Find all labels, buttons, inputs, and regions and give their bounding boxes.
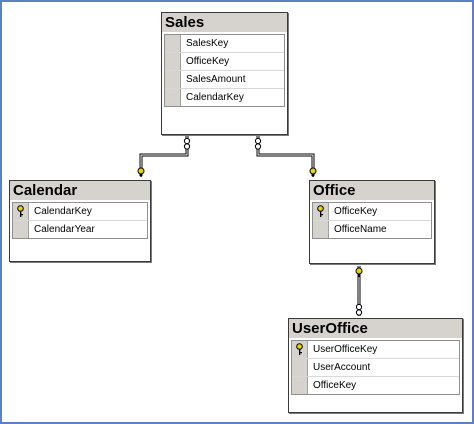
table-calendar[interactable]: Calendar CalendarKey CalendarYear: [9, 180, 151, 262]
column-name: UserAccount: [313, 362, 371, 373]
row-selector[interactable]: [313, 203, 329, 220]
column-name: SalesAmount: [186, 74, 246, 85]
table-useroffice[interactable]: UserOffice UserOfficeKey UserAccount Off…: [288, 318, 463, 413]
key-icon: [137, 167, 145, 177]
relationship-sales-calendar[interactable]: [137, 135, 191, 177]
row-selector[interactable]: [13, 203, 29, 220]
relationship-office-useroffice[interactable]: [355, 266, 363, 316]
row-selector[interactable]: [292, 341, 308, 358]
row-selector[interactable]: [292, 359, 308, 376]
key-icon: [309, 167, 317, 177]
column-name: OfficeKey: [186, 56, 230, 67]
relationship-sales-office[interactable]: [254, 135, 317, 177]
column-row[interactable]: CalendarKey: [165, 89, 284, 106]
row-selector[interactable]: [13, 221, 29, 238]
column-name: CalendarKey: [34, 206, 92, 217]
infinity-icon: [254, 137, 262, 150]
column-row[interactable]: CalendarYear: [13, 221, 147, 238]
row-selector[interactable]: [165, 89, 181, 106]
column-row[interactable]: SalesKey: [165, 35, 284, 53]
column-name: UserOfficeKey: [313, 344, 378, 355]
table-title: Sales: [162, 13, 287, 32]
column-list: CalendarKey CalendarYear: [12, 202, 148, 239]
column-row[interactable]: UserAccount: [292, 359, 459, 377]
column-row[interactable]: SalesAmount: [165, 71, 284, 89]
column-name: OfficeName: [334, 224, 387, 235]
table-title: Calendar: [10, 181, 150, 200]
column-list: SalesKey OfficeKey SalesAmount CalendarK…: [164, 34, 285, 107]
column-name: CalendarYear: [34, 224, 95, 235]
column-row[interactable]: OfficeKey: [165, 53, 284, 71]
row-selector[interactable]: [165, 53, 181, 70]
infinity-icon: [183, 137, 191, 150]
column-name: CalendarKey: [186, 92, 244, 103]
table-sales[interactable]: Sales SalesKey OfficeKey SalesAmount Cal…: [161, 12, 288, 135]
column-list: UserOfficeKey UserAccount OfficeKey: [291, 340, 460, 395]
key-icon: [17, 205, 24, 217]
column-name: OfficeKey: [313, 380, 357, 391]
column-name: SalesKey: [186, 38, 229, 49]
key-icon: [317, 205, 324, 217]
column-list: OfficeKey OfficeName: [312, 202, 432, 239]
infinity-icon: [355, 303, 363, 316]
row-selector[interactable]: [165, 71, 181, 88]
column-name: OfficeKey: [334, 206, 378, 217]
key-icon: [355, 267, 363, 277]
row-selector[interactable]: [292, 377, 308, 394]
column-row[interactable]: UserOfficeKey: [292, 341, 459, 359]
row-selector[interactable]: [313, 221, 329, 238]
row-selector[interactable]: [165, 35, 181, 52]
table-title: Office: [310, 181, 434, 200]
column-row[interactable]: OfficeName: [313, 221, 431, 238]
key-icon: [296, 343, 303, 355]
column-row[interactable]: OfficeKey: [313, 203, 431, 221]
table-title: UserOffice: [289, 319, 462, 338]
table-office[interactable]: Office OfficeKey OfficeName: [309, 180, 435, 264]
column-row[interactable]: OfficeKey: [292, 377, 459, 394]
column-row[interactable]: CalendarKey: [13, 203, 147, 221]
